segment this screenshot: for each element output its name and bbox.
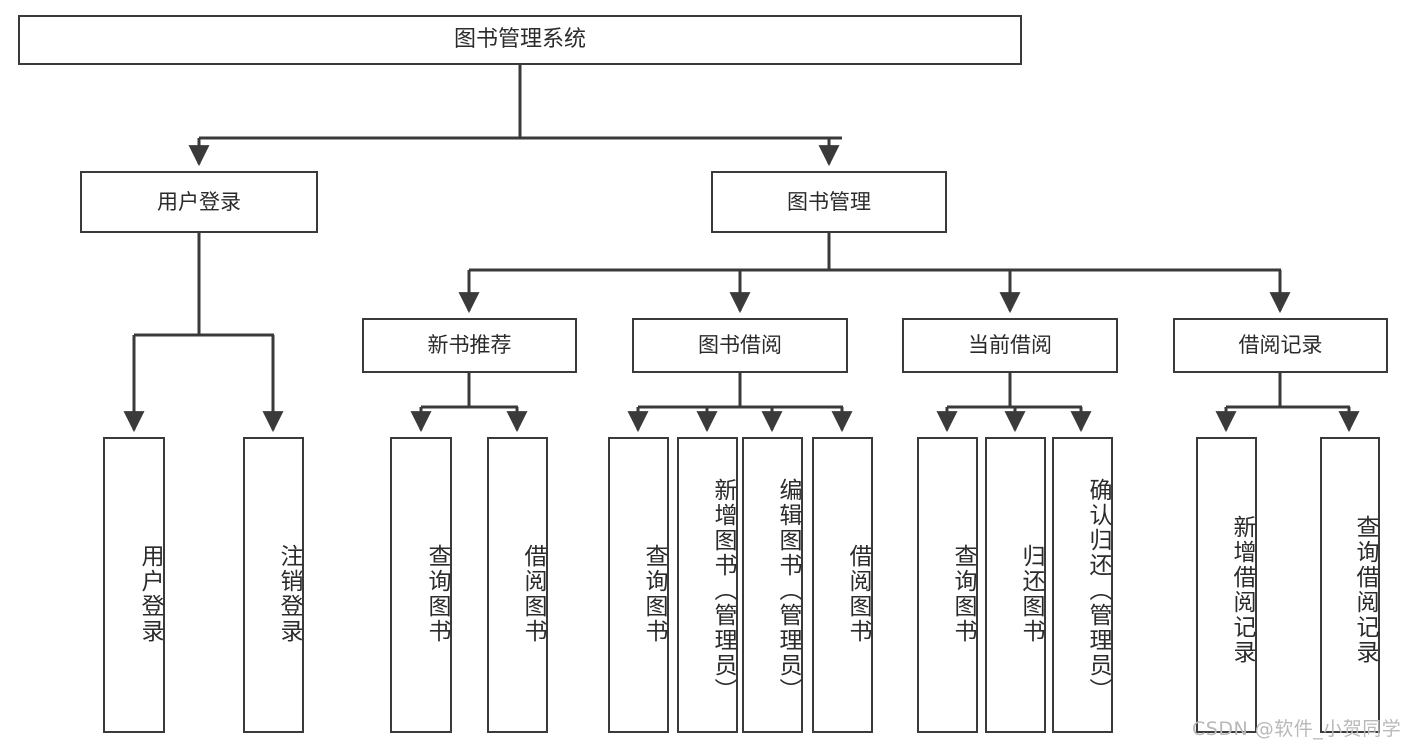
node-leaf-borrow-book-1-label: 借阅图书: [520, 544, 546, 644]
node-leaf-query-book-1[interactable]: 查询图书: [390, 437, 452, 733]
node-book-manage-label: 图书管理: [787, 189, 871, 214]
node-leaf-query-record-label: 查询借阅记录: [1352, 515, 1378, 665]
node-leaf-logout[interactable]: 注销登录: [243, 437, 304, 733]
node-user-login-label: 用户登录: [157, 189, 241, 214]
node-leaf-logout-label: 注销登录: [276, 544, 302, 644]
node-leaf-edit-book-label: 编辑图书（管理员）: [775, 477, 801, 703]
node-new-book-rec-label: 新书推荐: [427, 333, 512, 358]
node-leaf-query-book-2[interactable]: 查询图书: [608, 437, 669, 733]
node-leaf-add-book-label: 新增图书（管理员）: [710, 477, 736, 703]
node-current-borrow-label: 当前借阅: [968, 333, 1052, 358]
node-leaf-query-book-1-label: 查询图书: [424, 544, 450, 644]
node-leaf-confirm-return-label: 确认归还（管理员）: [1085, 477, 1111, 703]
node-leaf-borrow-book-1[interactable]: 借阅图书: [487, 437, 548, 733]
node-leaf-borrow-book-2-label: 借阅图书: [845, 544, 871, 644]
node-leaf-query-book-3[interactable]: 查询图书: [917, 437, 978, 733]
node-leaf-borrow-book-2[interactable]: 借阅图书: [812, 437, 873, 733]
csdn-watermark: CSDN @软件_小贺同学: [1192, 718, 1402, 740]
node-leaf-edit-book[interactable]: 编辑图书（管理员）: [742, 437, 803, 733]
node-borrow-record[interactable]: 借阅记录: [1173, 318, 1388, 373]
node-leaf-add-record-label: 新增借阅记录: [1229, 515, 1255, 665]
node-leaf-user-login-label: 用户登录: [137, 544, 163, 644]
node-leaf-user-login[interactable]: 用户登录: [103, 437, 165, 733]
node-book-manage[interactable]: 图书管理: [711, 171, 947, 233]
node-current-borrow[interactable]: 当前借阅: [902, 318, 1118, 373]
node-leaf-return-book-label: 归还图书: [1018, 544, 1044, 644]
node-leaf-confirm-return[interactable]: 确认归还（管理员）: [1052, 437, 1113, 733]
node-book-borrow-label: 图书借阅: [698, 333, 782, 358]
node-leaf-query-book-2-label: 查询图书: [641, 544, 667, 644]
node-leaf-query-book-3-label: 查询图书: [950, 544, 976, 644]
node-leaf-add-record[interactable]: 新增借阅记录: [1196, 437, 1257, 733]
node-root[interactable]: 图书管理系统: [18, 15, 1022, 65]
node-book-borrow[interactable]: 图书借阅: [632, 318, 848, 373]
node-leaf-query-record[interactable]: 查询借阅记录: [1320, 437, 1380, 733]
node-borrow-record-label: 借阅记录: [1238, 333, 1323, 358]
node-leaf-return-book[interactable]: 归还图书: [985, 437, 1046, 733]
node-root-label: 图书管理系统: [453, 27, 586, 53]
node-leaf-add-book[interactable]: 新增图书（管理员）: [677, 437, 738, 733]
node-user-login[interactable]: 用户登录: [80, 171, 318, 233]
node-new-book-rec[interactable]: 新书推荐: [362, 318, 577, 373]
